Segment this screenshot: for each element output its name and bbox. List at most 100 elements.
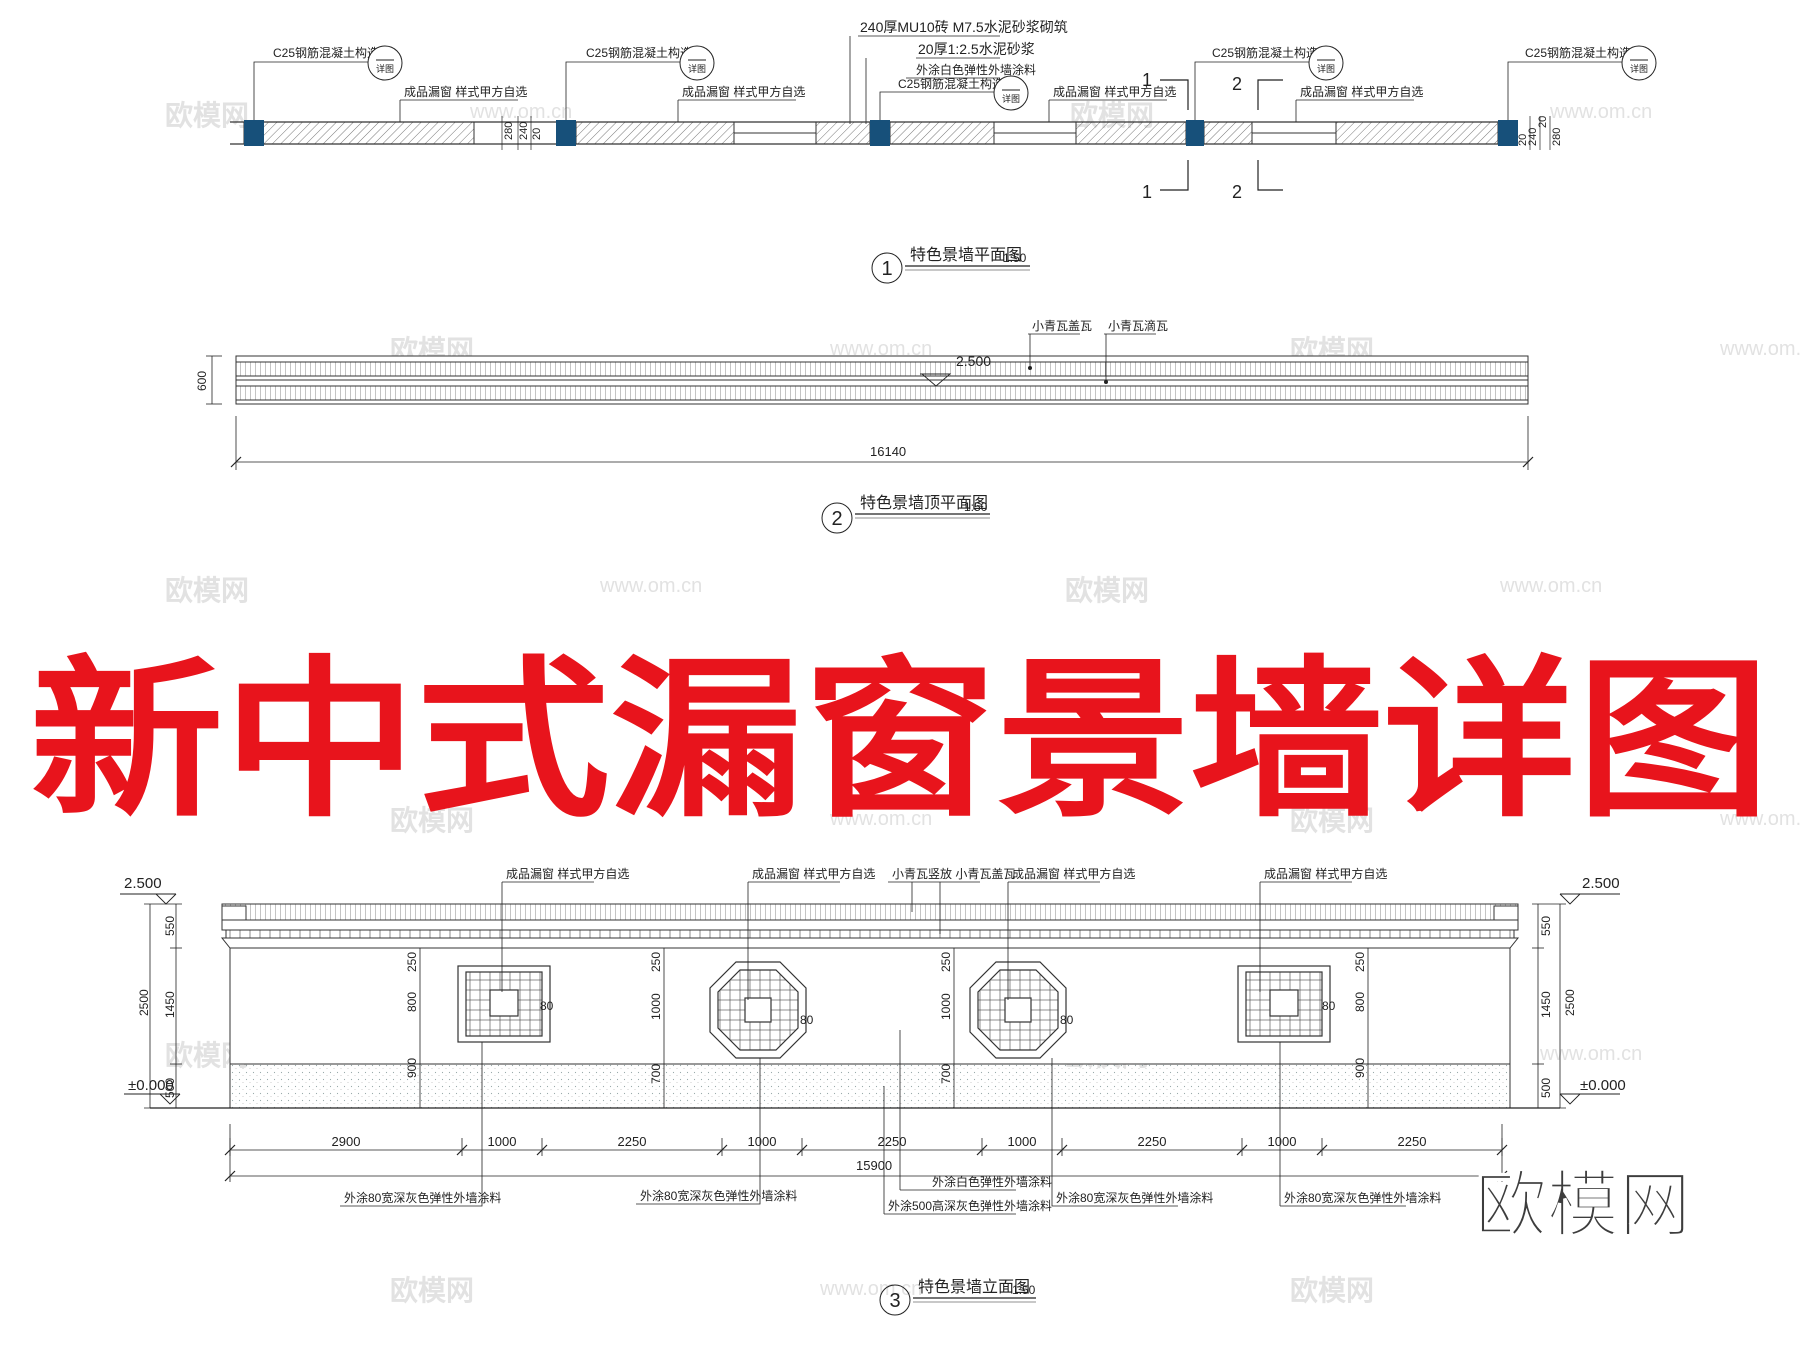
window-label: 成品漏窗 样式甲方自选 (1053, 84, 1176, 99)
detail-ref-text: 详图 (1630, 63, 1648, 74)
lattice-window-square (457, 965, 551, 1043)
elev-window-label: 成品漏窗 样式甲方自选 (1012, 866, 1135, 881)
win-dim-700: 700 (649, 1064, 663, 1084)
elevation-scale: 1:50 (1012, 1283, 1036, 1297)
paint-note-80: 外涂80宽深灰色弹性外墙涂料 (1056, 1190, 1213, 1205)
win-dim-900: 900 (1353, 1058, 1367, 1078)
window-label: 成品漏窗 样式甲方自选 (404, 84, 527, 99)
win-dim-800: 800 (405, 992, 419, 1012)
level-top-left: 2.500 (124, 875, 162, 892)
elev-window-label: 成品漏窗 样式甲方自选 (752, 866, 875, 881)
win-dim-250: 250 (405, 952, 419, 972)
detail-circle (1621, 45, 1657, 81)
watermark-logo: 欧模网 (390, 1275, 474, 1306)
bottom-dim-label: 2250 (878, 1134, 907, 1149)
win-dim-1000: 1000 (649, 993, 663, 1020)
watermark-logo: 欧模网 (165, 100, 249, 131)
section-marks (1160, 79, 1283, 191)
bottom-dim-label: 2250 (1138, 1134, 1167, 1149)
plan-column-labels: C25钢筋混凝土构造柱 C25钢筋混凝土构造柱 C25钢筋混凝土构造柱 C25钢… (273, 45, 1643, 91)
paint-note-80: 外涂80宽深灰色弹性外墙涂料 (1284, 1190, 1441, 1205)
plan-scale: 1:50 (1003, 251, 1027, 265)
watermark-url: www.om.cn (469, 101, 572, 123)
level-top-right: 2.500 (1582, 875, 1620, 892)
win-dim-250: 250 (939, 952, 953, 972)
detail-ref-text: 详图 (376, 63, 394, 74)
watermark-logo: 欧模网 (1065, 575, 1149, 606)
paint-note-500: 外涂500高深灰色弹性外墙涂料 (888, 1198, 1052, 1213)
top-height-dim: 600 (195, 371, 209, 391)
top-elevation: 2.500 (956, 353, 991, 369)
detail-circle (679, 45, 715, 81)
paint-note-80: 外涂80宽深灰色弹性外墙涂料 (344, 1190, 501, 1205)
window-label: 成品漏窗 样式甲方自选 (682, 84, 805, 99)
detail-ref-text: 详图 (1317, 63, 1335, 74)
dim-550-left: 550 (163, 916, 177, 936)
dim-500-left: 500 (163, 1078, 177, 1098)
top-plan-number: 2 (831, 508, 842, 530)
section-mark-1: 1 (1142, 70, 1152, 90)
watermark-url: www.om.cn (829, 338, 932, 360)
plan-number: 1 (881, 258, 892, 280)
win-dim-800: 800 (1353, 992, 1367, 1012)
plan-title-block: 1 特色景墙平面图 1:50 (871, 246, 1030, 284)
plan-dim: 280 (503, 122, 515, 140)
banner-title: 新中式漏窗景墙详图 (30, 640, 1770, 841)
bottom-dim-label: 1000 (1008, 1134, 1037, 1149)
watermark-url: www.om.cn (1539, 1043, 1642, 1065)
watermark-url: www.om.cn (819, 1278, 922, 1300)
column-label: C25钢筋混凝土构造柱 (898, 76, 1016, 91)
level-zero-left: ±0.000 (128, 1077, 174, 1094)
dim-1450-left: 1450 (163, 991, 177, 1018)
watermark-url: www.om.cn (599, 575, 702, 597)
plan-column (870, 120, 890, 146)
detail-ref-text: 详图 (688, 63, 706, 74)
lattice-window-octagon (709, 961, 807, 1059)
plan-top-note-3: 外涂白色弹性外墙涂料 (916, 62, 1036, 77)
roof-cap (220, 903, 1520, 949)
dim-2500-right: 2500 (1563, 989, 1577, 1016)
plan-dim: 280 (1551, 128, 1563, 146)
plan-top-note-1: 240厚MU10砖 M7.5水泥砂浆砌筑 (860, 19, 1068, 35)
top-length-dim: 16140 (870, 444, 906, 459)
section-mark-2: 2 (1232, 182, 1242, 202)
window-label: 成品漏窗 样式甲方自选 (1300, 84, 1423, 99)
detail-circle (367, 45, 403, 81)
detail-circle (993, 75, 1029, 111)
bottom-dim-label: 2900 (332, 1134, 361, 1149)
top-plan-view: 小青瓦盖瓦 小青瓦滴瓦 2.500 600 16140 2 特色景墙顶平面图 1… (195, 318, 1534, 534)
watermark-logo: 欧模网 (390, 805, 474, 836)
section-mark-1: 1 (1142, 182, 1152, 202)
tile-label-1: 小青瓦盖瓦 (1032, 319, 1092, 333)
plan-dim: 240 (1527, 128, 1539, 146)
corner-logo: 欧模网 (1475, 1166, 1691, 1246)
column-label: C25钢筋混凝土构造柱 (1525, 45, 1643, 60)
elev-tile-label: 小青瓦竖放 小青瓦盖瓦 (892, 866, 1015, 881)
plan-window-labels: 成品漏窗 样式甲方自选 成品漏窗 样式甲方自选 成品漏窗 样式甲方自选 成品漏窗… (404, 84, 1423, 99)
wall-base (229, 1063, 1511, 1109)
section-mark-2: 2 (1232, 74, 1242, 94)
watermark-url: www.om.cn (1499, 575, 1602, 597)
bottom-dim-label: 2250 (1398, 1134, 1427, 1149)
level-zero-right: ±0.000 (1580, 1077, 1626, 1094)
bottom-dim-label: 1000 (748, 1134, 777, 1149)
level-marks: 2.500 2.500 ±0.000 ±0.000 (124, 875, 1626, 1094)
top-plan-title-block: 2 特色景墙顶平面图 1:50 (821, 494, 990, 534)
plan-dim: 20 (1537, 116, 1549, 128)
win-dim-80: 80 (540, 999, 554, 1013)
elev-window-label: 成品漏窗 样式甲方自选 (1264, 866, 1387, 881)
plan-column (244, 120, 264, 146)
plan-top-note-2: 20厚1:2.5水泥砂浆 (918, 41, 1035, 57)
detail-ref-text: 详图 (1002, 93, 1020, 104)
column-label: C25钢筋混凝土构造柱 (273, 45, 391, 60)
elev-total-dim: 15900 (856, 1158, 892, 1173)
win-dim-80: 80 (1322, 999, 1336, 1013)
win-dim-250: 250 (649, 952, 663, 972)
plan-view: 240厚MU10砖 M7.5水泥砂浆砌筑 20厚1:2.5水泥砂浆 外涂白色弹性… (230, 19, 1657, 284)
win-dim-900: 900 (405, 1058, 419, 1078)
elevation-number: 3 (889, 1290, 900, 1312)
dim-2500-left: 2500 (137, 989, 151, 1016)
watermark-url: www.om.cn (1719, 808, 1800, 830)
